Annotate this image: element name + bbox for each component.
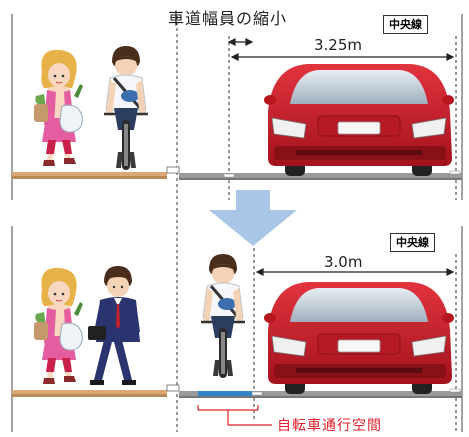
dashed-guide-lines: [176, 16, 457, 432]
bike-lane-strip: [198, 391, 252, 396]
lane-width-before: 3.25m: [314, 36, 363, 54]
cyclist-icon: [104, 46, 148, 170]
pedestrian-woman-icon-bottom: [33, 267, 84, 385]
bike-lane-label: 自転車通行空間: [277, 418, 382, 434]
center-line-label-top: 中央線: [383, 15, 428, 35]
pedestrian-woman-icon: [34, 49, 83, 166]
diagram-title: 車道幅員の縮小: [168, 9, 288, 28]
lane-width-after: 3.0m: [324, 253, 363, 271]
center-line-label-bottom: 中央線: [390, 233, 435, 253]
bike-lane-callout: [197, 405, 272, 426]
bottom-ground: [12, 384, 462, 398]
dimension-arrows-bottom: [255, 268, 455, 276]
down-arrow-icon: [209, 190, 297, 246]
car-icon: [264, 64, 454, 176]
top-ground: [12, 166, 462, 180]
dimension-arrows-top: [227, 38, 455, 61]
car-icon-bottom: [263, 281, 455, 395]
pedestrian-man-icon: [88, 266, 140, 385]
cyclist-icon-bottom: [199, 252, 247, 380]
